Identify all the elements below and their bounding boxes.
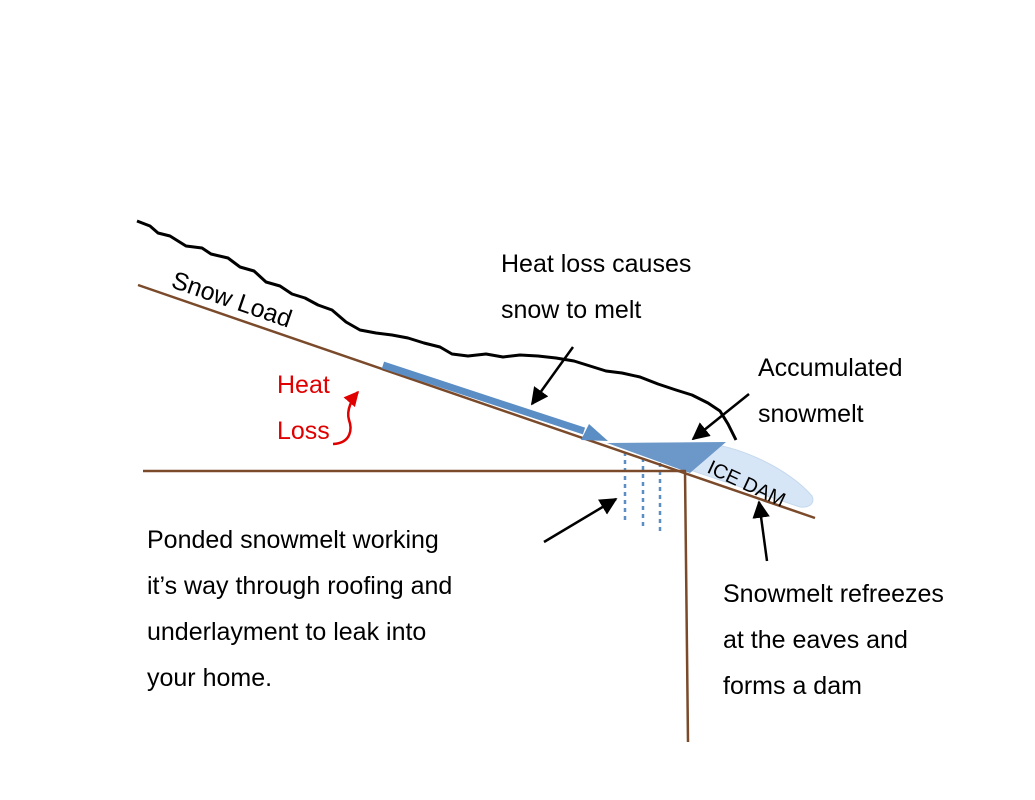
- snow-load-label: Snow Load: [168, 266, 295, 333]
- arrow-ponded-snowmelt: [543, 497, 618, 544]
- callout-heat-loss-causes: Heat loss causes snow to melt: [501, 241, 691, 333]
- callout-line: Accumulated: [758, 354, 903, 382]
- callout-snowmelt-refreezes: Snowmelt refreezes at the eaves and form…: [723, 571, 944, 709]
- meltwater-flow-arrowhead: [581, 424, 608, 441]
- leak-drips: [623, 452, 662, 532]
- callout-line: snowmelt: [758, 400, 864, 428]
- meltwater-flow-arrow: [381, 361, 586, 435]
- heat-loss-label: Heat Loss: [277, 362, 330, 454]
- arrow-snowmelt-refreezes: [752, 500, 770, 562]
- callout-line: Snowmelt refreezes: [723, 580, 944, 608]
- callout-line: it’s way through roofing and: [147, 572, 453, 600]
- callout-ponded-snowmelt: Ponded snowmelt working it’s way through…: [147, 517, 452, 701]
- snow-surface-outline: [136, 219, 738, 441]
- callout-line: at the eaves and: [723, 626, 908, 654]
- heat-loss-line-1: Heat: [277, 371, 330, 399]
- heat-loss-line-2: Loss: [277, 417, 330, 445]
- roof-slope-line: [137, 283, 816, 520]
- callout-line: Ponded snowmelt working: [147, 526, 439, 554]
- exterior-wall-line: [683, 470, 690, 743]
- callout-line: underlayment to leak into: [147, 618, 427, 646]
- callout-accumulated-snowmelt: Accumulated snowmelt: [758, 345, 903, 437]
- callout-line: forms a dam: [723, 672, 862, 700]
- callout-line: your home.: [147, 664, 273, 692]
- ice-dam-shape: [689, 442, 814, 508]
- accumulated-snowmelt-pool: [607, 442, 726, 473]
- arrow-accumulated-snowmelt: [691, 393, 750, 441]
- arrow-heat-loss-causes: [530, 346, 575, 406]
- callout-line: snow to melt: [501, 296, 642, 324]
- heat-loss-arrow: [332, 390, 359, 446]
- callout-line: Heat loss causes: [501, 250, 692, 278]
